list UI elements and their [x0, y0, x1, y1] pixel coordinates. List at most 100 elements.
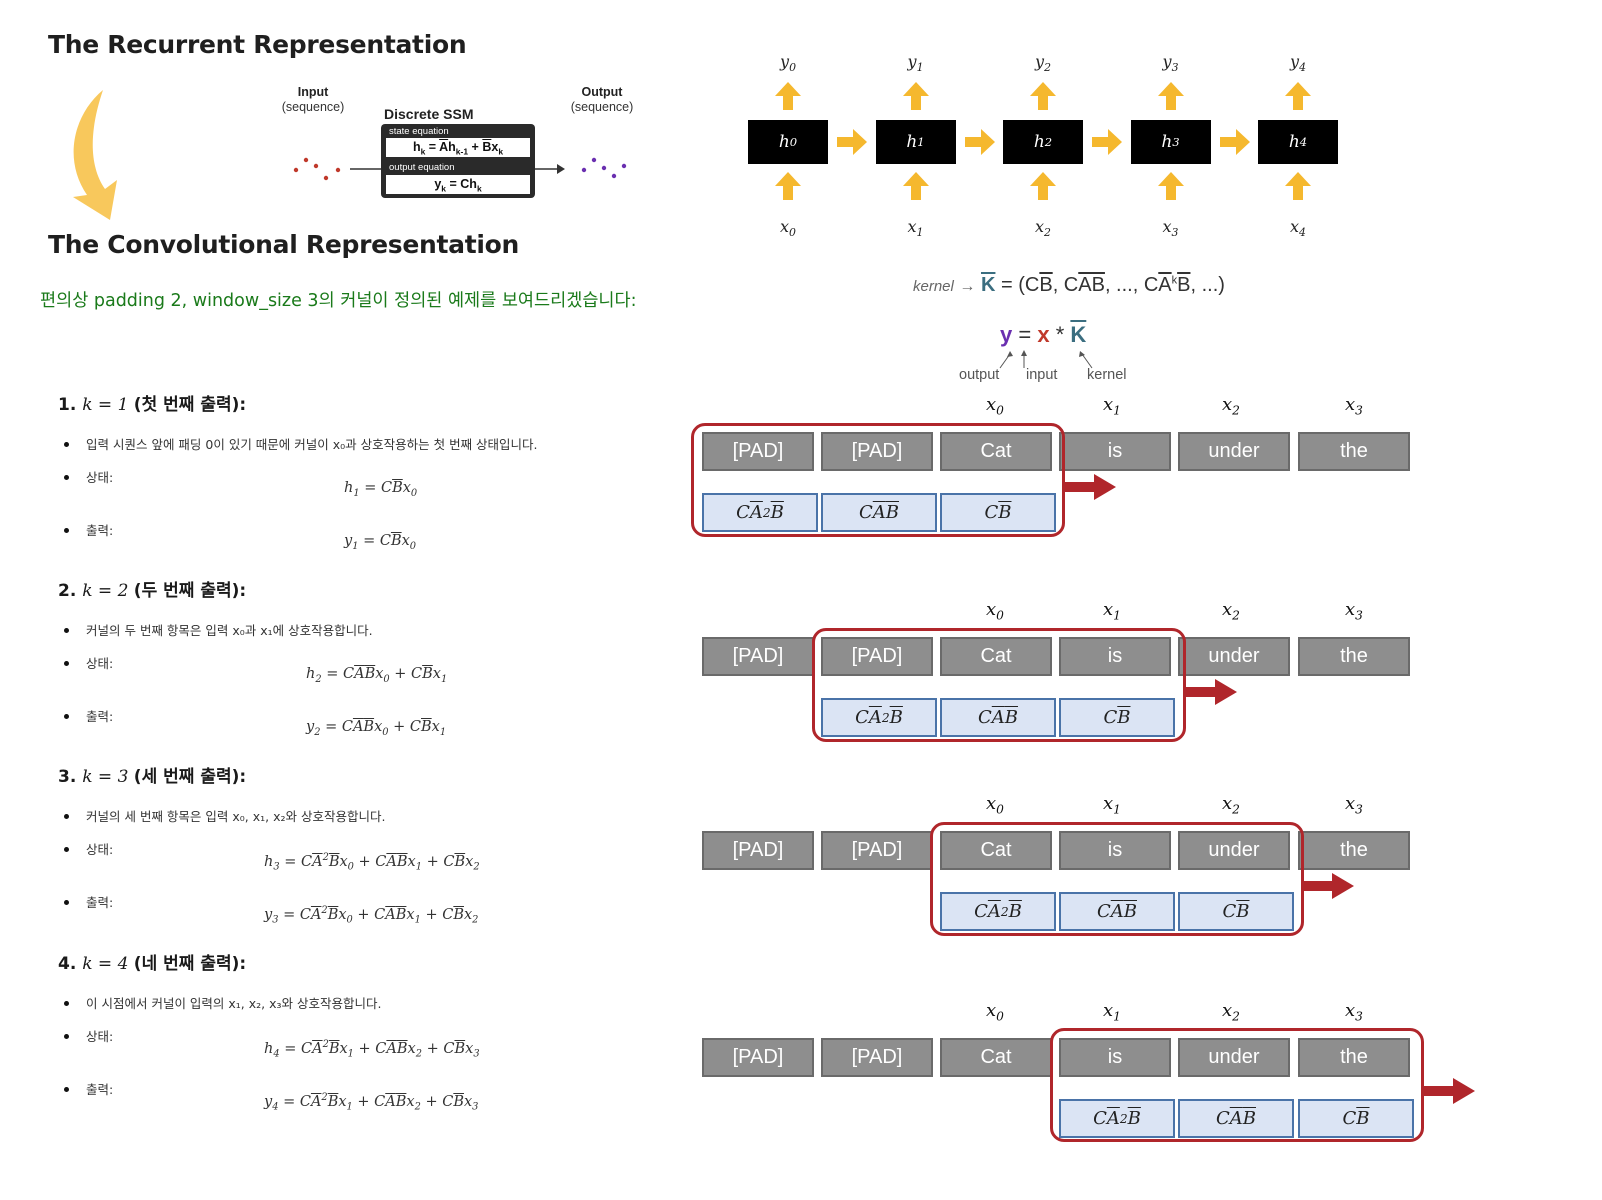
output-label: output: [959, 367, 1000, 383]
step-title: (세 번째 출력):: [133, 767, 247, 787]
state-equation: hk = Ahk-1 + Bxk: [386, 138, 530, 157]
token-1-5: the: [1298, 637, 1410, 676]
state-label-3: 상태:: [86, 842, 114, 857]
slide-arrow-icon-2: [1302, 873, 1354, 903]
token-3-4: under: [1178, 1038, 1290, 1077]
bullet-dot: [64, 900, 69, 905]
output-y-3: y3: [1162, 52, 1179, 75]
input-x-3: x3: [1162, 217, 1179, 240]
up-arrow-out-icon-3: [1157, 82, 1184, 114]
ssm-title: Discrete SSM: [384, 106, 474, 122]
token-2-4: under: [1178, 831, 1290, 870]
token-0-2: Cat: [940, 432, 1052, 471]
up-arrow-in-icon-0: [775, 172, 801, 204]
x-label-1-3: x3: [1345, 599, 1363, 623]
step-desc-4: 이 시점에서 커널이 입력의 x₁, x₂, x₃와 상호작용합니다.: [86, 996, 382, 1011]
x-label-0-1: x1: [1103, 394, 1121, 418]
token-3-2: Cat: [940, 1038, 1052, 1077]
token-3-3: is: [1059, 1038, 1171, 1077]
x-label-3-2: x2: [1222, 1000, 1240, 1024]
ssm-output-label: Output(sequence): [570, 85, 634, 114]
step-heading-2: 2. k = 2 (두 번째 출력):: [58, 576, 246, 601]
state-label-1: 상태:: [86, 470, 114, 485]
token-0-0: [PAD]: [702, 432, 814, 471]
up-arrow-in-icon-1: [902, 172, 929, 204]
right-arrow-icon-2: [1092, 129, 1122, 159]
token-0-3: is: [1059, 432, 1171, 471]
x-label-1-0: x0: [986, 599, 1004, 623]
step-heading-4: 4. k = 4 (네 번째 출력):: [58, 949, 246, 974]
token-3-5: the: [1298, 1038, 1410, 1077]
step-k-expr: k = 2: [82, 581, 134, 601]
step-k-expr: k = 3: [82, 767, 134, 787]
input-x-4: x4: [1290, 217, 1306, 240]
right-arrow-icon-3: [1219, 129, 1250, 159]
bullet-dot: [64, 1034, 69, 1039]
up-arrow-out-icon-4: [1285, 82, 1311, 114]
output-equation-caption: output equation: [389, 162, 455, 173]
bullet-dot: [64, 628, 69, 633]
output-y-2: y2: [1035, 52, 1051, 75]
output-formula-1: y1 = CBx0: [344, 533, 417, 552]
state-formula-3: h3 = CA2Bx0 + CABx1 + CBx2: [264, 852, 480, 873]
step-title: (네 번째 출력):: [133, 954, 247, 974]
step-number: 3.: [58, 767, 83, 787]
x-label-3-3: x3: [1345, 1000, 1363, 1024]
output-formula-4: y4 = CA2Bx1 + CABx2 + CBx3: [264, 1092, 479, 1113]
token-0-5: the: [1298, 432, 1410, 471]
up-arrow-out-icon-1: [902, 82, 929, 114]
slide-arrow-icon-3: [1423, 1078, 1475, 1108]
token-2-2: Cat: [940, 831, 1052, 870]
bullet-dot: [64, 475, 69, 480]
ssm-input-dots: [293, 157, 341, 181]
x-label-2-1: x1: [1103, 793, 1121, 817]
window-frame-2: [930, 822, 1304, 936]
ssm-output-arrow: [535, 164, 565, 174]
state-formula-1: h1 = CBx0: [344, 480, 418, 499]
x-label-0-0: x0: [986, 394, 1004, 418]
up-arrow-out-icon-0: [775, 82, 801, 114]
recurrent-title: The Recurrent Representation: [48, 30, 467, 59]
token-1-0: [PAD]: [702, 637, 814, 676]
slide-arrow-icon-0: [1064, 474, 1116, 504]
ssm-output-dots: [581, 157, 627, 179]
bullet-dot: [64, 442, 69, 447]
bullet-dot: [64, 1001, 69, 1006]
x-label-2-3: x3: [1345, 793, 1363, 817]
output-y-4: y4: [1290, 52, 1306, 75]
bullet-dot: [64, 528, 69, 533]
token-0-1: [PAD]: [821, 432, 933, 471]
token-0-4: under: [1178, 432, 1290, 471]
input-x-1: x1: [907, 217, 924, 240]
window-frame-0: [691, 423, 1065, 537]
token-3-0: [PAD]: [702, 1038, 814, 1077]
up-arrow-out-icon-2: [1030, 82, 1056, 114]
input-x-2: x2: [1035, 217, 1051, 240]
state-label-4: 상태:: [86, 1029, 114, 1044]
x-label-3-1: x1: [1103, 1000, 1121, 1024]
token-1-1: [PAD]: [821, 637, 933, 676]
token-2-3: is: [1059, 831, 1171, 870]
x-label-0-2: x2: [1222, 394, 1240, 418]
step-k-expr: k = 1: [82, 395, 134, 415]
intro-text: 편의상 padding 2, window_size 3의 커널이 정의된 예제…: [40, 291, 637, 311]
step-desc-1: 입력 시퀀스 앞에 패딩 0이 있기 때문에 커널이 x₀과 상호작용하는 첫 …: [86, 437, 538, 452]
slide-arrow-icon-1: [1185, 679, 1237, 709]
token-3-1: [PAD]: [821, 1038, 933, 1077]
output-y-0: y0: [780, 52, 796, 75]
input-label: input: [1026, 367, 1058, 383]
output-y-1: y1: [907, 52, 924, 75]
right-arrow-icon-1: [964, 129, 995, 159]
up-arrow-in-icon-2: [1030, 172, 1056, 204]
step-number: 4.: [58, 954, 83, 974]
